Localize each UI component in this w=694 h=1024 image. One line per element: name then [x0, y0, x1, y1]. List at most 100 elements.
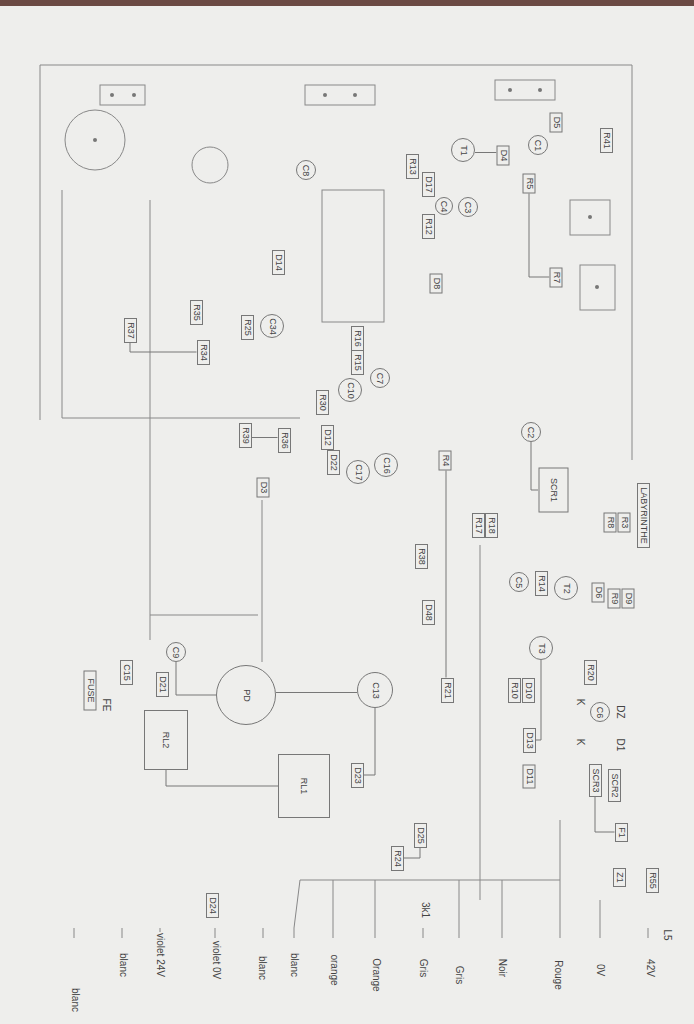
component-box: RL2 — [144, 710, 188, 770]
part-label: T1 — [458, 145, 467, 156]
component-box: R37 — [124, 318, 137, 343]
component-box: D9 — [622, 588, 635, 608]
component-box: LABYRINTHE — [637, 483, 650, 548]
wire — [62, 190, 300, 418]
component-box: R15 — [351, 350, 364, 375]
component-circle: T3 — [529, 636, 553, 660]
wire — [375, 880, 376, 928]
component-box: FUSE — [84, 670, 97, 710]
dot — [538, 88, 542, 92]
component-box: RL1 — [278, 754, 330, 818]
part-label: C6 — [595, 706, 604, 718]
component-box: D6 — [592, 582, 605, 602]
component-box: D13 — [523, 728, 536, 753]
wire-label: blanc — [257, 955, 267, 981]
part-label: D4 — [499, 149, 508, 161]
component-box: R38 — [415, 544, 428, 569]
relay-contact — [570, 200, 610, 235]
relay-contact — [580, 265, 615, 310]
part-label: FUSE — [86, 678, 95, 702]
component-box: D17 — [422, 172, 435, 197]
part-label: C9 — [171, 646, 180, 658]
terminal — [423, 928, 424, 938]
component-box: D8 — [430, 273, 443, 293]
component-circle: C3 — [458, 197, 478, 217]
part-label: T2 — [561, 583, 570, 594]
part-label: R14 — [537, 575, 546, 592]
dot — [132, 93, 136, 97]
part-label: R38 — [417, 548, 426, 565]
part-label: D17 — [424, 176, 433, 193]
table-edge — [0, 0, 694, 6]
part-label: D21 — [158, 676, 167, 693]
part-label: RL1 — [300, 778, 309, 795]
part-label: R4 — [441, 454, 450, 466]
terminal — [375, 928, 376, 938]
part-label: D48 — [424, 604, 433, 621]
component-circle: C6 — [590, 702, 610, 722]
part-label: C10 — [345, 382, 354, 399]
wire-label: 42V — [645, 958, 655, 978]
terminal — [122, 928, 123, 938]
part-label: C15 — [122, 664, 131, 681]
part-label: D12 — [323, 429, 332, 446]
component-box: R17 — [472, 513, 485, 538]
part-label: SCR1 — [549, 478, 558, 502]
wire — [480, 545, 481, 900]
wire — [150, 615, 258, 616]
component-box: R4 — [439, 450, 452, 470]
part-label: SCR3 — [591, 768, 600, 792]
part-label: Z1 — [615, 872, 624, 883]
wire-label: K — [575, 738, 585, 747]
component-box: R9 — [608, 588, 621, 608]
terminal — [560, 928, 561, 938]
part-label: D3 — [259, 481, 268, 493]
component-box: D5 — [550, 112, 563, 132]
component-circle: C1 — [528, 135, 548, 155]
component-circle: PD — [216, 665, 276, 725]
component-box: SCR2 — [608, 769, 621, 802]
part-label: R34 — [199, 344, 208, 361]
component-box: R34 — [197, 340, 210, 365]
wire-label: Gris — [454, 965, 464, 985]
part-label: D6 — [594, 586, 603, 598]
part-label: D11 — [525, 768, 534, 784]
terminal — [263, 928, 264, 938]
dot — [353, 93, 357, 97]
component-box: R10 — [508, 678, 521, 703]
ic-package — [322, 190, 384, 322]
component-box: R55 — [646, 868, 659, 893]
component-box: R20 — [584, 660, 597, 685]
wire-label: L5 — [662, 928, 672, 941]
wires — [40, 65, 648, 938]
component-box: D14 — [272, 250, 285, 275]
wire-connector — [446, 470, 447, 678]
part-label: D25 — [416, 827, 425, 844]
part-label: C8 — [301, 164, 310, 176]
part-label: T3 — [536, 643, 545, 654]
wire-connector — [536, 660, 542, 740]
component-circle: T1 — [451, 138, 475, 162]
dot — [595, 285, 599, 289]
wire — [600, 900, 601, 928]
part-label: R25 — [243, 319, 252, 336]
component-box: D24 — [206, 893, 219, 918]
wire-connector — [130, 343, 197, 353]
wire-connector — [475, 152, 497, 153]
component-box: D10 — [522, 678, 535, 703]
part-label: R10 — [510, 682, 519, 699]
component-box: R39 — [239, 423, 252, 448]
wire — [459, 880, 460, 928]
component-box: R12 — [422, 214, 435, 239]
wire-label: FE — [101, 698, 111, 713]
wire-label: violet 0V — [211, 940, 221, 980]
wire-label: K — [575, 698, 585, 707]
component-circle: T2 — [554, 576, 578, 600]
relay-contact — [495, 80, 555, 100]
part-label: C1 — [533, 139, 542, 151]
part-label: C2 — [526, 426, 535, 438]
part-label: R18 — [487, 517, 496, 534]
